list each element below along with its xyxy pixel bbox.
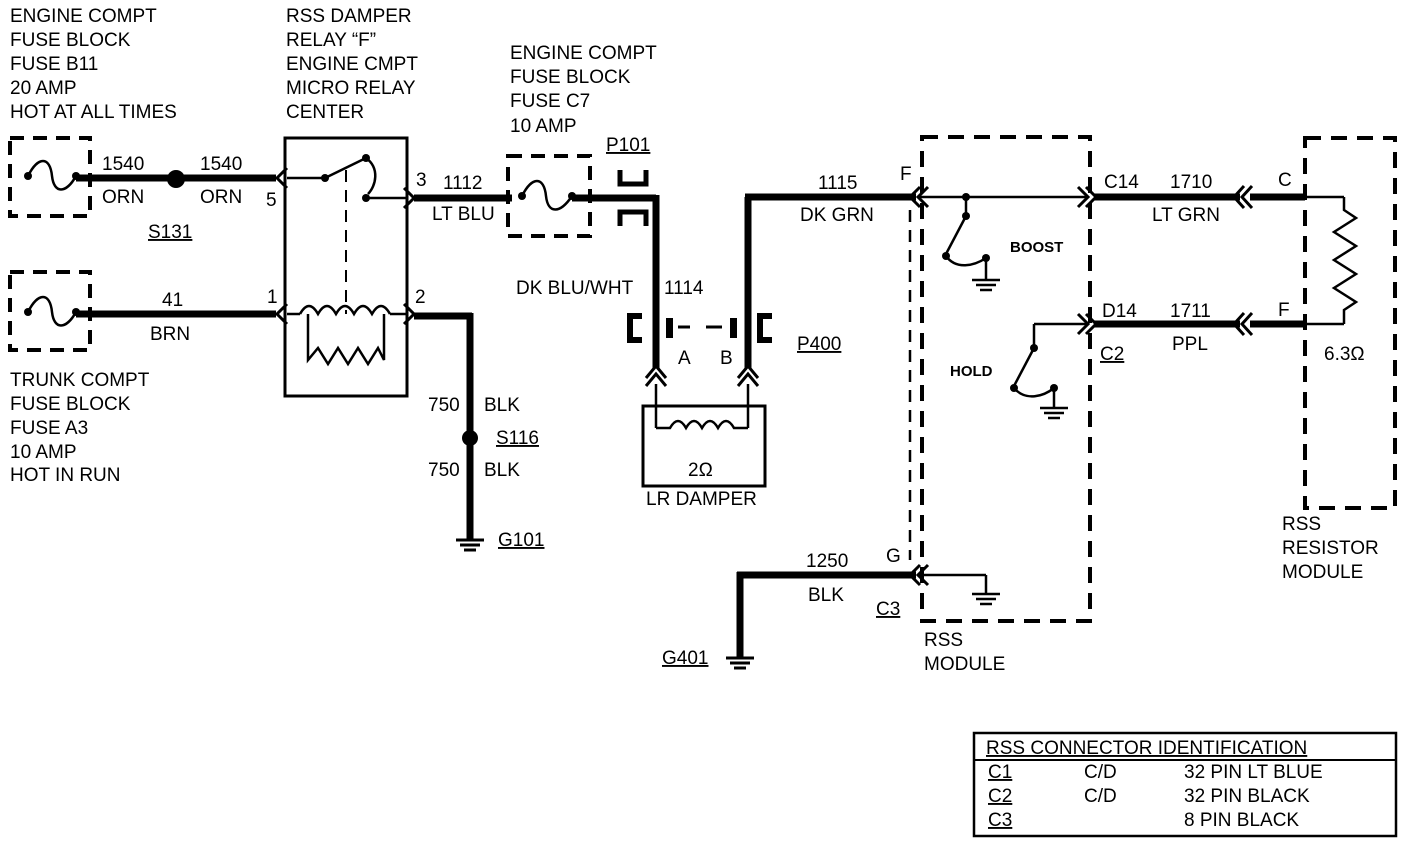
svg-text:FUSE C7: FUSE C7 — [510, 91, 590, 112]
wire-1711-number: 1711 — [1170, 301, 1211, 322]
wire-1112-color: LT BLU — [432, 204, 495, 225]
svg-text:C2: C2 — [988, 786, 1012, 807]
wire-1540-a-number: 1540 — [102, 154, 144, 175]
connector-p400 — [627, 313, 772, 343]
module-pin-g: G — [886, 546, 901, 567]
svg-text:HOT AT ALL TIMES: HOT AT ALL TIMES — [10, 102, 177, 123]
ref-p101: P101 — [606, 135, 650, 156]
wire-750-a-number: 750 — [428, 395, 460, 416]
wire-1540-b-number: 1540 — [200, 154, 242, 175]
wire-1250-color: BLK — [808, 585, 844, 606]
damper-pin-a: A — [678, 348, 691, 369]
wire-1711-color: PPL — [1172, 334, 1208, 355]
wire-1540-b-color: ORN — [200, 187, 242, 208]
module-pin-f: F — [900, 164, 912, 185]
hold-label: HOLD — [950, 363, 993, 380]
svg-text:RELAY “F”: RELAY “F” — [286, 30, 376, 51]
svg-text:TRUNK COMPT: TRUNK COMPT — [10, 370, 150, 391]
svg-text:ENGINE COMPT: ENGINE COMPT — [510, 43, 657, 64]
wire-1540-a-color: ORN — [102, 187, 144, 208]
damper-relay — [274, 136, 417, 398]
wire-1114-color: DK BLU/WHT — [516, 278, 634, 299]
wire-1250-number: 1250 — [806, 551, 848, 572]
engine-fuse-b11-label: ENGINE COMPT FUSE BLOCK FUSE B11 20 AMP … — [10, 6, 177, 123]
rss-resistor-module-label-2: RESISTOR — [1282, 538, 1379, 559]
svg-text:C1: C1 — [988, 762, 1012, 783]
ref-p400: P400 — [797, 334, 841, 355]
ground-g401-icon — [726, 656, 754, 670]
damper-pin-b: B — [720, 348, 733, 369]
resistor-pin-f: F — [1278, 300, 1290, 321]
rss-resistor-module — [1303, 136, 1397, 510]
rss-resistor-module-label-1: RSS — [1282, 514, 1321, 535]
svg-text:RSS DAMPER: RSS DAMPER — [286, 6, 412, 27]
relay-pin-2: 2 — [415, 287, 426, 308]
connector-p101 — [617, 170, 649, 226]
svg-text:FUSE BLOCK: FUSE BLOCK — [10, 394, 131, 415]
table-row: C3 8 PIN BLACK — [988, 810, 1299, 831]
wire-750-b-number: 750 — [428, 460, 460, 481]
ref-c2: C2 — [1100, 344, 1124, 365]
ref-c3: C3 — [876, 599, 900, 620]
relay-pin-3: 3 — [416, 170, 427, 191]
lr-damper-ohms: 2Ω — [688, 460, 713, 481]
svg-text:C/D: C/D — [1084, 786, 1117, 807]
splice-s131 — [167, 170, 185, 188]
svg-text:10 AMP: 10 AMP — [510, 116, 577, 137]
module-pin-c14: C14 — [1104, 172, 1139, 193]
wire-1112-number: 1112 — [443, 173, 482, 194]
wire-1115-color: DK GRN — [800, 205, 874, 226]
wire-41-color: BRN — [150, 324, 190, 345]
wire-1710-color: LT GRN — [1152, 205, 1220, 226]
engine-fuse-c7-label: ENGINE COMPT FUSE BLOCK FUSE C7 10 AMP — [510, 43, 657, 137]
ref-s131: S131 — [148, 222, 192, 243]
svg-text:C3: C3 — [988, 810, 1012, 831]
table-row: C2 C/D 32 PIN BLACK — [988, 786, 1310, 807]
connector-id-table: RSS CONNECTOR IDENTIFICATION C1 C/D 32 P… — [972, 731, 1398, 838]
svg-text:20 AMP: 20 AMP — [10, 78, 77, 99]
trunk-fuse-a3-label: TRUNK COMPT FUSE BLOCK FUSE A3 10 AMP HO… — [10, 370, 150, 486]
boost-label: BOOST — [1010, 239, 1063, 256]
ref-s116: S116 — [496, 428, 539, 449]
svg-text:32 PIN BLACK: 32 PIN BLACK — [1184, 786, 1310, 807]
table-title: RSS CONNECTOR IDENTIFICATION — [986, 738, 1307, 759]
wire-41-number: 41 — [162, 290, 183, 311]
resistor-ohms: 6.3Ω — [1324, 344, 1365, 365]
ground-g101-icon — [456, 538, 484, 552]
module-pin-d14: D14 — [1102, 301, 1137, 322]
svg-text:FUSE B11: FUSE B11 — [10, 54, 98, 75]
svg-text:32 PIN LT BLUE: 32 PIN LT BLUE — [1184, 762, 1323, 783]
ref-g101: G101 — [498, 530, 544, 551]
rss-module-label-2: MODULE — [924, 654, 1005, 675]
svg-text:8 PIN BLACK: 8 PIN BLACK — [1184, 810, 1299, 831]
relay-pin-5: 5 — [266, 190, 277, 211]
table-row: C1 C/D 32 PIN LT BLUE — [988, 762, 1323, 783]
wire-1710-number: 1710 — [1170, 172, 1212, 193]
lr-damper-label: LR DAMPER — [646, 489, 757, 510]
svg-text:C/D: C/D — [1084, 762, 1117, 783]
svg-text:FUSE A3: FUSE A3 — [10, 418, 88, 439]
wire-1114-number: 1114 — [664, 278, 704, 299]
relay-pin-1: 1 — [267, 287, 278, 308]
resistor-pin-c: C — [1278, 170, 1292, 191]
svg-text:FUSE BLOCK: FUSE BLOCK — [510, 67, 631, 88]
wire-1115-number: 1115 — [818, 173, 857, 194]
svg-text:ENGINE CMPT: ENGINE CMPT — [286, 54, 418, 75]
svg-text:FUSE BLOCK: FUSE BLOCK — [10, 30, 131, 51]
svg-text:ENGINE COMPT: ENGINE COMPT — [10, 6, 157, 27]
svg-text:HOT IN RUN: HOT IN RUN — [10, 465, 120, 486]
lr-damper — [641, 384, 767, 488]
wire-750-a-color: BLK — [484, 395, 520, 416]
svg-text:CENTER: CENTER — [286, 102, 364, 123]
svg-text:10 AMP: 10 AMP — [10, 442, 77, 463]
splice-s116 — [462, 430, 478, 446]
rss-damper-relay-label: RSS DAMPER RELAY “F” ENGINE CMPT MICRO R… — [286, 6, 418, 123]
wire-750-b-color: BLK — [484, 460, 520, 481]
rss-module — [907, 135, 1099, 623]
rss-resistor-module-label-3: MODULE — [1282, 562, 1363, 583]
svg-text:MICRO RELAY: MICRO RELAY — [286, 78, 416, 99]
ref-g401: G401 — [662, 648, 708, 669]
rss-module-label-1: RSS — [924, 630, 963, 651]
